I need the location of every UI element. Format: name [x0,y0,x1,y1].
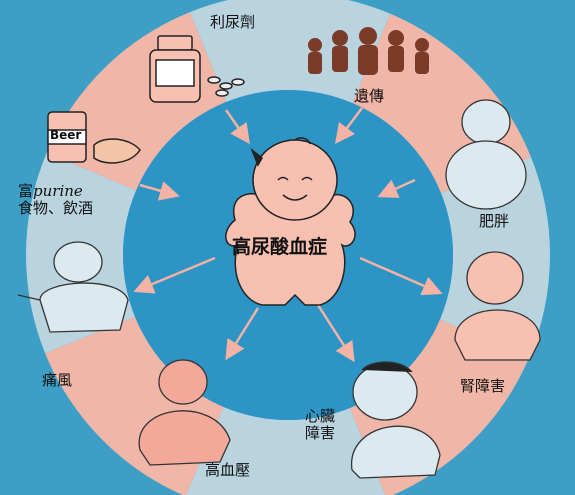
label-heart-line1: 心臟 [305,407,336,425]
arrow-heart [316,304,355,363]
label-purine-prefix: 富 [18,182,34,200]
label-purine-food: 富purine 食物、飲酒 [18,183,93,217]
kidney-patient-icon [454,251,541,361]
label-kidney: 腎障害 [460,377,506,395]
label-hypertension: 高血壓 [205,461,251,479]
arrows [133,107,443,363]
arrow-kidney [359,256,443,296]
ring-segment-heart [186,406,385,495]
gout-figure-icon [17,241,129,333]
ring-segment-diuretic [189,0,391,104]
label-purine-term: purine [33,182,83,200]
label-obesity: 肥胖 [479,212,510,230]
family-silhouettes-icon [308,27,429,75]
beer-can-icon [47,111,141,164]
pill-bottle-icon [149,35,245,103]
label-gout: 痛風 [42,371,73,389]
center-label: 高尿酸血症 [232,236,328,258]
beer-can-label: Beer [50,128,82,142]
obese-figure-icon [445,99,527,210]
label-heart-line2: 障害 [305,424,336,442]
label-heredity: 遺傳 [354,87,385,105]
center-figure [225,137,356,306]
arrow-heredity [335,107,363,144]
arrow-obesity [377,178,416,198]
heart-patient-icon [351,361,441,479]
arrow-diuretic [224,109,250,145]
arrow-purine-food [139,181,180,201]
hypertension-figure-icon [138,359,231,466]
label-purine-line2: 食物、飲酒 [18,199,94,217]
arrow-gout [133,256,216,294]
label-diuretic: 利尿劑 [210,13,256,31]
label-heart: 心臟 障害 [305,408,335,442]
arrow-hypertension [225,307,260,361]
